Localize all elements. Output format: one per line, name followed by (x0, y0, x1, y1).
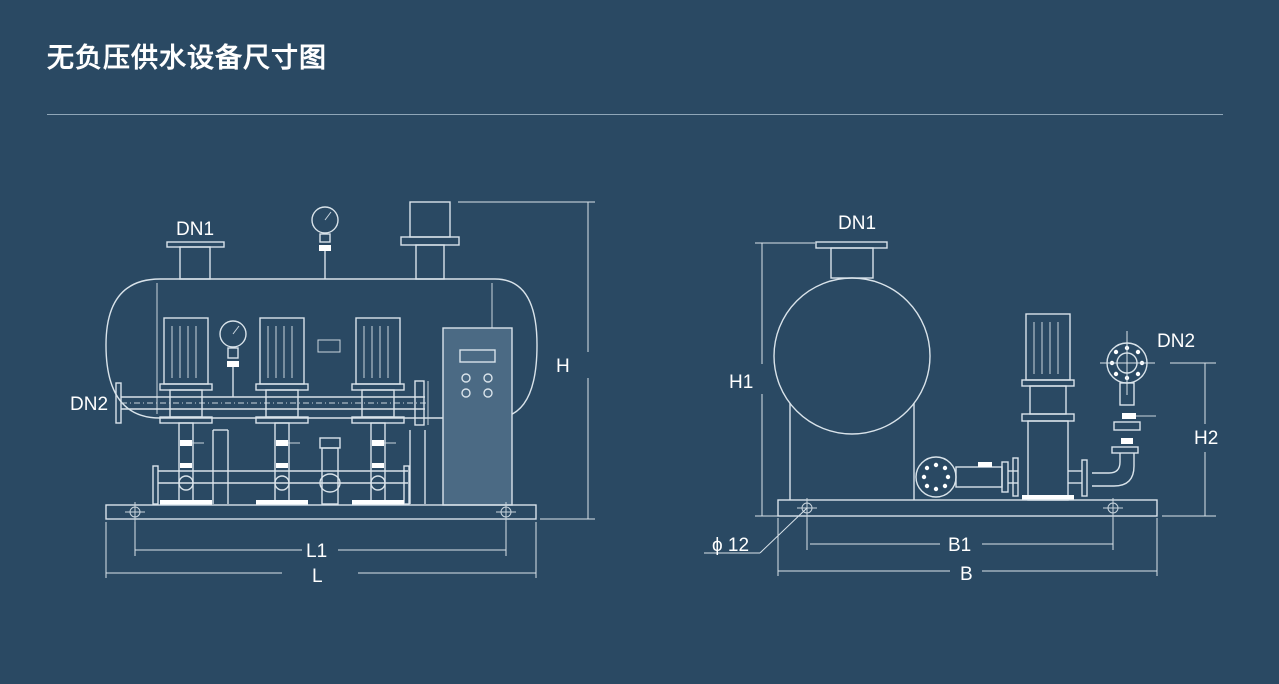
side-base (777, 499, 1158, 517)
side-b1-label: B1 (948, 535, 971, 556)
pump-unit-3 (351, 317, 405, 505)
page-title: 无负压供水设备尺寸图 (47, 43, 327, 74)
side-view: DN1 DN2 H1 H2 ϕ 12 B1 B (704, 213, 1218, 585)
control-cabinet (442, 327, 513, 506)
front-dn2-label: DN2 (70, 394, 108, 415)
title-divider (47, 114, 1223, 115)
front-tank (105, 278, 538, 419)
mid-pressure-gauge-icon (219, 320, 247, 397)
front-dn1-label: DN1 (176, 219, 214, 240)
side-phi-label: ϕ 12 (712, 535, 749, 556)
pump-unit-1 (159, 317, 213, 505)
front-view: DN1 DN2 H L1 L (70, 201, 595, 587)
side-outlet-valve (915, 456, 1019, 498)
front-h-label: H (556, 356, 570, 377)
front-base (105, 504, 537, 520)
front-anchor-bolt-left (125, 502, 145, 522)
pump-unit-2 (255, 317, 309, 505)
side-h1-label: H1 (729, 372, 753, 393)
front-anchor-bolt-right (496, 502, 516, 522)
front-l1-label: L1 (306, 541, 327, 562)
side-dn2-label: DN2 (1157, 331, 1195, 352)
side-pump-unit (1021, 313, 1088, 501)
front-dn1-flange (166, 241, 225, 280)
side-h2-label: H2 (1194, 428, 1218, 449)
front-top-vessel (400, 201, 460, 280)
side-anchor-bolt-right (1103, 498, 1123, 518)
side-dn1-flange (815, 241, 888, 279)
side-dn2-flange (1092, 331, 1156, 487)
front-l-label: L (312, 566, 323, 587)
side-b-label: B (960, 564, 973, 585)
top-pressure-gauge-icon (311, 206, 339, 279)
side-tank (773, 277, 931, 435)
side-dn1-label: DN1 (838, 213, 876, 234)
